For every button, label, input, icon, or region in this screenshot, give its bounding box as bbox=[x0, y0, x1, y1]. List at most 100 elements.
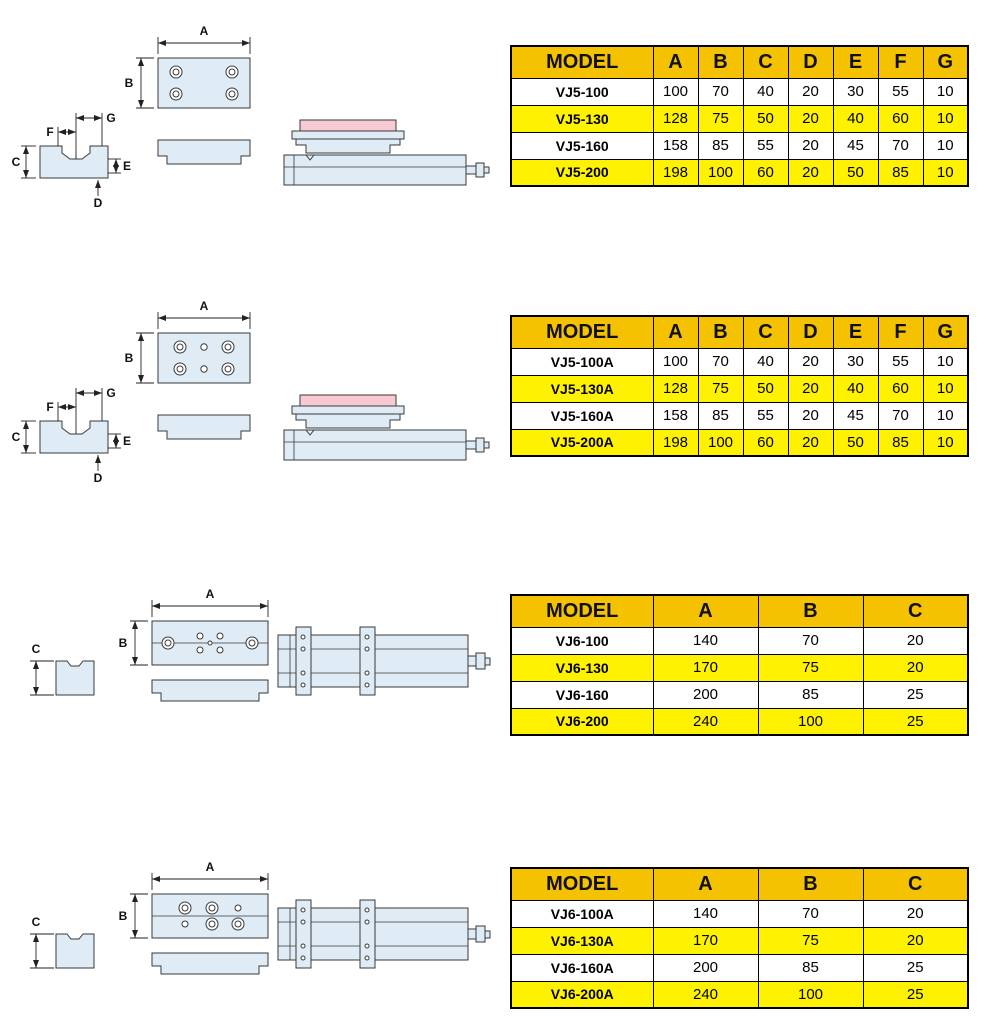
dimension-c: C bbox=[12, 420, 36, 454]
model-cell: VJ6-160 bbox=[510, 680, 654, 709]
value-cell: 30 bbox=[832, 347, 879, 376]
jaw-plate-top-view bbox=[151, 620, 269, 666]
dim-label-b: B bbox=[125, 351, 134, 365]
value-cell: 170 bbox=[652, 653, 759, 682]
dim-label-c: C bbox=[12, 430, 21, 444]
value-cell: 70 bbox=[877, 401, 924, 430]
value-cell: 85 bbox=[877, 428, 924, 457]
value-cell: 75 bbox=[757, 926, 864, 955]
dim-label-b: B bbox=[119, 636, 128, 650]
value-cell: 20 bbox=[787, 158, 834, 187]
value-cell: 50 bbox=[742, 374, 789, 403]
column-header-c: C bbox=[742, 315, 789, 349]
dim-label-f: F bbox=[46, 125, 53, 139]
value-cell: 50 bbox=[742, 104, 789, 133]
value-cell: 40 bbox=[742, 77, 789, 106]
model-cell: VJ6-200 bbox=[510, 707, 654, 736]
value-cell: 10 bbox=[922, 104, 969, 133]
value-cell: 25 bbox=[862, 980, 969, 1009]
dimension-b: B bbox=[119, 893, 148, 939]
value-cell: 85 bbox=[757, 953, 864, 982]
dimension-a: A bbox=[157, 299, 251, 329]
column-header-c: C bbox=[742, 45, 789, 79]
dim-label-a: A bbox=[200, 24, 209, 38]
value-cell: 60 bbox=[742, 158, 789, 187]
value-cell: 200 bbox=[652, 680, 759, 709]
model-cell: VJ5-100 bbox=[510, 77, 654, 106]
value-cell: 20 bbox=[787, 131, 834, 160]
column-header-d: D bbox=[787, 45, 834, 79]
value-cell: 140 bbox=[652, 626, 759, 655]
value-cell: 40 bbox=[832, 374, 879, 403]
value-cell: 100 bbox=[697, 428, 744, 457]
dimension-b: B bbox=[119, 620, 148, 666]
dimension-e: E bbox=[108, 158, 131, 174]
jaw-plate-side-view bbox=[157, 414, 251, 440]
value-cell: 10 bbox=[922, 374, 969, 403]
model-cell: VJ5-130A bbox=[510, 374, 654, 403]
vise-side-view bbox=[283, 119, 490, 186]
dimension-c: C bbox=[12, 145, 36, 179]
dimension-a: A bbox=[151, 587, 269, 617]
model-cell: VJ6-200A bbox=[510, 980, 654, 1009]
value-cell: 55 bbox=[877, 347, 924, 376]
column-header-g: G bbox=[922, 45, 969, 79]
value-cell: 40 bbox=[742, 347, 789, 376]
technical-drawing-vj6a: A B C bbox=[30, 860, 491, 975]
value-cell: 20 bbox=[862, 626, 969, 655]
value-cell: 20 bbox=[787, 77, 834, 106]
dimension-a: A bbox=[151, 860, 269, 890]
column-header-b: B bbox=[757, 594, 864, 628]
value-cell: 20 bbox=[862, 899, 969, 928]
column-header-a: A bbox=[652, 594, 759, 628]
dimension-f: F bbox=[46, 400, 76, 421]
column-header-e: E bbox=[832, 315, 879, 349]
jaw-plate-top-view bbox=[157, 57, 251, 109]
value-cell: 200 bbox=[652, 953, 759, 982]
jaw-plate-side-view bbox=[157, 139, 251, 165]
dim-label-c: C bbox=[32, 642, 41, 656]
column-header-f: F bbox=[877, 45, 924, 79]
column-header-model: MODEL bbox=[510, 594, 654, 628]
value-cell: 85 bbox=[757, 680, 864, 709]
dim-label-d: D bbox=[94, 196, 103, 210]
value-cell: 140 bbox=[652, 899, 759, 928]
work-stop-block bbox=[55, 660, 95, 696]
jaw-plate-top-view bbox=[157, 332, 251, 384]
column-header-a: A bbox=[652, 45, 699, 79]
jaw-cross-section bbox=[39, 420, 109, 454]
value-cell: 45 bbox=[832, 131, 879, 160]
dim-label-b: B bbox=[125, 76, 134, 90]
column-header-f: F bbox=[877, 315, 924, 349]
value-cell: 10 bbox=[922, 401, 969, 430]
column-header-b: B bbox=[697, 315, 744, 349]
value-cell: 70 bbox=[757, 899, 864, 928]
column-header-b: B bbox=[697, 45, 744, 79]
value-cell: 85 bbox=[697, 401, 744, 430]
model-cell: VJ6-130A bbox=[510, 926, 654, 955]
column-header-b: B bbox=[757, 867, 864, 901]
value-cell: 100 bbox=[757, 980, 864, 1009]
value-cell: 75 bbox=[757, 653, 864, 682]
technical-drawing-vj5: A B C G F bbox=[12, 24, 490, 210]
technical-drawing-vj6: A B C bbox=[30, 587, 491, 702]
dimension-c: C bbox=[30, 642, 54, 696]
value-cell: 240 bbox=[652, 707, 759, 736]
value-cell: 10 bbox=[922, 347, 969, 376]
model-cell: VJ5-200A bbox=[510, 428, 654, 457]
column-header-e: E bbox=[832, 45, 879, 79]
model-cell: VJ5-130 bbox=[510, 104, 654, 133]
model-cell: VJ5-160 bbox=[510, 131, 654, 160]
